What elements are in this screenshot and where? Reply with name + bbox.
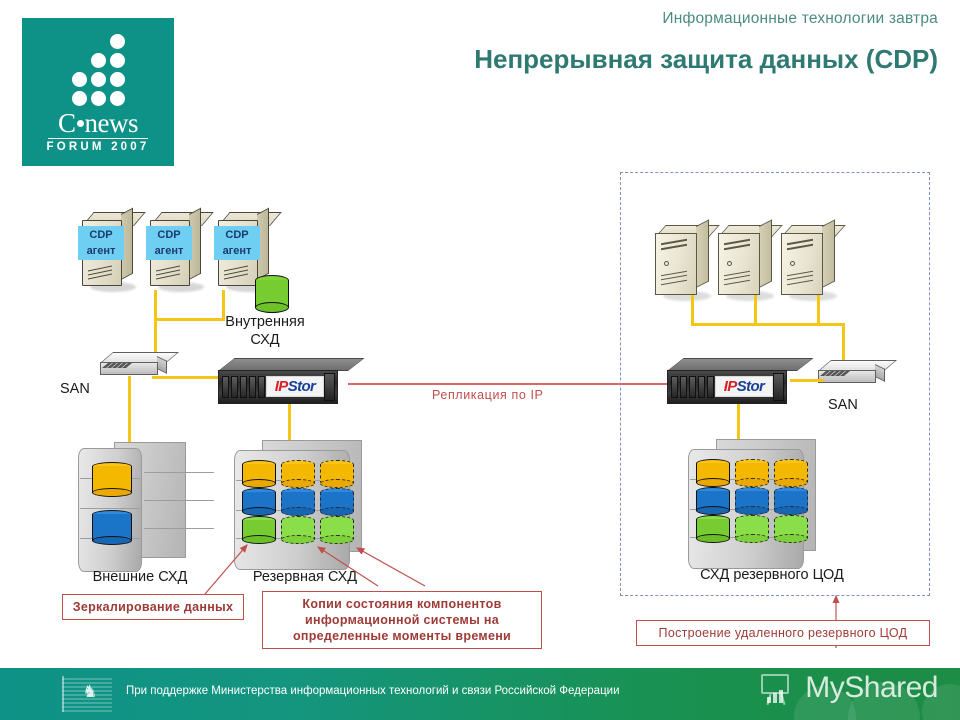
logo-divider — [48, 138, 148, 139]
link-san-to-ipstor-left — [152, 376, 224, 379]
cdp-agent-tag-1: CDP агент — [78, 226, 124, 260]
cdp-tag-line1: CDP — [157, 229, 181, 241]
san-label-left: SAN — [60, 381, 90, 397]
logo-text-news: news — [84, 108, 139, 138]
myshared-presentation-icon — [758, 674, 792, 706]
link-ipstor-to-backup-array — [288, 404, 291, 446]
internal-storage-disk — [255, 275, 289, 315]
disk-yellow-external — [92, 462, 132, 502]
ipstor-brand-stor: Stor — [736, 378, 765, 395]
san-switch-left — [100, 352, 180, 386]
header-kicker: Информационные технологии завтра — [662, 10, 938, 27]
disk-yellow-remote-2 — [735, 459, 769, 489]
ipstor-brand-left: IPStor — [266, 376, 324, 397]
link-remote-server2 — [754, 295, 757, 325]
logo-dot-icon — [76, 119, 84, 127]
san-switch-right — [818, 360, 898, 394]
disk-yellow-backup-2 — [281, 460, 315, 490]
link-remote-server1 — [691, 295, 694, 325]
remote-server-1 — [655, 219, 720, 301]
eagle-emblem-icon: ♞ — [82, 682, 98, 701]
russia-flag-icon: ♞ — [62, 676, 112, 712]
disk-blue-backup-2 — [281, 488, 315, 518]
disk-green-backup-3 — [320, 516, 354, 546]
disk-green-remote-2 — [735, 515, 769, 545]
cdp-agent-server-3: CDP агент — [214, 207, 282, 292]
ipstor-appliance-left: IPStor — [218, 358, 365, 406]
disk-blue-backup-3 — [320, 488, 354, 518]
disk-yellow-remote-3 — [774, 459, 808, 489]
cdp-tag-line2: агент — [222, 245, 252, 257]
external-storage-array — [78, 438, 214, 572]
cdp-tag-line2: агент — [86, 245, 116, 257]
cdp-tag-line1: CDP — [89, 229, 113, 241]
remote-server-3 — [781, 219, 846, 301]
backup-storage-label: Резервная СХД — [252, 569, 358, 585]
ipstor-brand-right: IPStor — [715, 376, 773, 397]
disk-green-remote-1 — [696, 515, 730, 545]
remote-storage-array — [688, 437, 816, 569]
internal-storage-label: Внутренняя СХД — [225, 314, 305, 348]
ipstor-brand-ip: IP — [723, 378, 738, 395]
callout-remote-dc: Построение удаленного резервного ЦОД — [636, 620, 930, 646]
cdp-tag-line2: агент — [154, 245, 184, 257]
remote-storage-label: СХД резервного ЦОД — [700, 567, 844, 583]
callout-copies: Копии состояния компонентов информационн… — [262, 591, 542, 649]
cdp-agent-tag-2: CDP агент — [146, 226, 192, 260]
link-san-to-ipstor-right — [790, 379, 824, 382]
disk-yellow-remote-1 — [696, 459, 730, 489]
replication-link-line — [348, 383, 678, 385]
san-label-right: SAN — [828, 397, 858, 413]
link-ipstor-to-remote-array — [737, 404, 740, 444]
disk-yellow-backup-1 — [242, 460, 276, 490]
link-agent2-to-san — [222, 290, 225, 320]
cdp-agent-tag-3: CDP агент — [214, 226, 260, 260]
callout-mirroring: Зеркалирование данных — [62, 594, 244, 620]
ipstor-appliance-right: IPStor — [667, 358, 814, 406]
ipstor-brand-stor: Stor — [287, 378, 316, 395]
logo-dot-pattern — [52, 34, 144, 106]
disk-green-backup-2 — [281, 516, 315, 546]
myshared-watermark: MyShared — [805, 671, 938, 704]
disk-blue-remote-3 — [774, 487, 808, 517]
disk-blue-remote-1 — [696, 487, 730, 517]
disk-green-backup-1 — [242, 516, 276, 546]
logo-letter-c: C — [57, 108, 76, 138]
disk-blue-remote-2 — [735, 487, 769, 517]
disk-blue-external — [92, 510, 132, 550]
cdp-tag-line1: CDP — [225, 229, 249, 241]
ipstor-brand-ip: IP — [274, 378, 289, 395]
external-storage-label: Внешние СХД — [92, 569, 188, 585]
disk-yellow-backup-3 — [320, 460, 354, 490]
logo-subtitle: FORUM 2007 — [46, 141, 150, 153]
remote-server-2 — [718, 219, 783, 301]
link-remote-bus-to-san — [842, 323, 845, 365]
footer-bar: ♞ При поддержке Министерства информацион… — [0, 668, 960, 720]
link-agent1-to-san — [154, 290, 157, 352]
link-agent-bus — [154, 318, 225, 321]
backup-storage-array — [234, 438, 362, 570]
link-remote-server3 — [817, 295, 820, 325]
link-san-to-external-array — [128, 376, 131, 446]
cdp-agent-server-1: CDP агент — [78, 207, 146, 292]
cdp-agent-server-2: CDP агент — [146, 207, 214, 292]
link-remote-bus — [691, 323, 845, 326]
footer-ministry-text: При поддержке Министерства информационны… — [126, 685, 620, 697]
replication-link-label: Репликация по IP — [432, 388, 544, 402]
page-title: Непрерывная защита данных (CDP) — [474, 44, 938, 74]
remote-datacenter-zone — [620, 172, 930, 596]
disk-green-remote-3 — [774, 515, 808, 545]
disk-blue-backup-1 — [242, 488, 276, 518]
